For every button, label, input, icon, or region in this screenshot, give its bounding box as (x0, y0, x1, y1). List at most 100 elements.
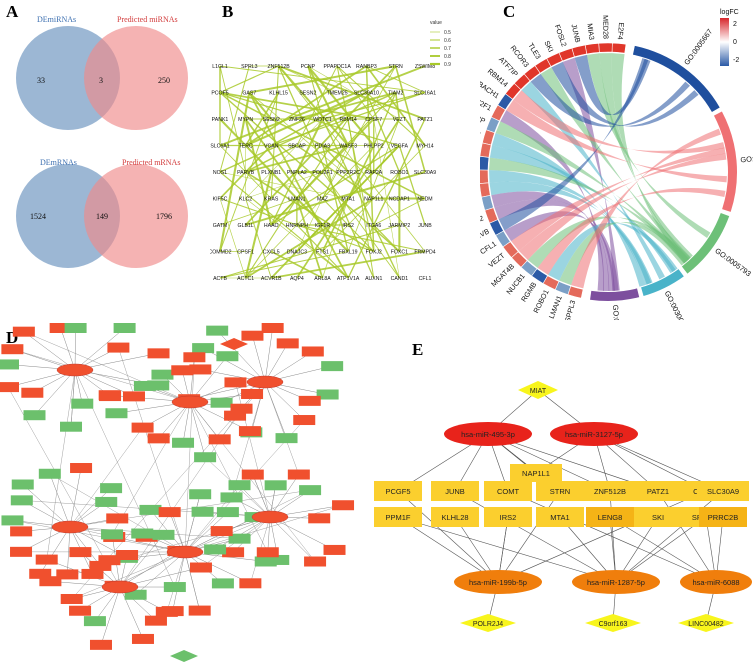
mrna-node (107, 343, 129, 353)
mirna-label: hsa-miR-6088 (692, 578, 739, 587)
network-edge (610, 491, 616, 582)
mrna-node (10, 526, 32, 536)
gene-node-label: AUXN1 (365, 276, 382, 282)
venn-bottom-left-label: DEmRNAs (40, 158, 77, 167)
venn-bottom-right-count: 1796 (156, 212, 172, 221)
gene-node-label: ROBO1 (390, 170, 408, 176)
network-edge (508, 491, 716, 582)
gene-arc (599, 43, 613, 52)
mrna-node (241, 331, 263, 341)
gene-node-label: ZNF26 (289, 117, 305, 123)
correlation-edge (308, 66, 374, 146)
network-edge (232, 382, 265, 497)
gene-node-label: CAND1 (391, 276, 409, 282)
mirna-label: hsa-miR-1287-5p (587, 578, 645, 587)
lncrna-label: MIAT (530, 388, 547, 395)
network-edge (265, 382, 299, 475)
gene-node-label: FOXJ2 (366, 250, 382, 256)
gene-node-label: COMMD2 (210, 250, 232, 256)
mrna-node (61, 594, 83, 604)
mrna-label: COMT (497, 487, 519, 496)
mrna-node (13, 327, 35, 337)
gene-label: ROBO1 (531, 288, 551, 315)
mrna-node (131, 529, 153, 539)
mrna-node (192, 343, 214, 353)
mrna-node (23, 410, 45, 420)
mrna-node (190, 563, 212, 573)
venn-diagram-top: DEmiRNAs Predicted miRNAs 33 3 250 (10, 10, 200, 150)
gene-node-label: PHLPP2 (364, 144, 384, 150)
gene-node-label: JARMIP2 (388, 223, 410, 229)
gene-node-label: ZNF512B (267, 64, 290, 70)
gene-node-label: TIAM2 (388, 91, 403, 97)
mirna-label: hsa-miR-199b-5p (469, 578, 527, 587)
mrna-label: PATZ1 (647, 487, 669, 496)
network-edge (265, 328, 273, 382)
mrna-node (265, 480, 287, 490)
mrna-node (189, 606, 211, 616)
gene-node-label: CFL1 (419, 276, 432, 282)
gene-node-label: WASF3 (339, 144, 357, 150)
mrna-label: ZNF512B (594, 487, 626, 496)
mrna-node (139, 505, 161, 515)
mirna-node (252, 511, 288, 523)
legend-value: 0.8 (444, 54, 451, 60)
gene-node-label: ACTB (213, 276, 227, 282)
mrna-node (116, 550, 138, 560)
mrna-node (21, 388, 43, 398)
gene-node-label: CXCL5 (263, 250, 280, 256)
gene-node-label: GAS7 (242, 91, 256, 97)
gene-node-label: SLC16A1 (414, 91, 436, 97)
gene-label: WASF3 (480, 124, 482, 139)
venn-top-overlap-count: 3 (99, 76, 103, 85)
mrna-node (70, 463, 92, 473)
gene-node-label: RAP2A (365, 170, 383, 176)
gene-node-label: PCNP (301, 64, 316, 70)
gene-node-label: FBXL19 (339, 250, 358, 256)
gene-label: SKI (542, 39, 555, 53)
mrna-label: PPM1F (385, 513, 410, 522)
mrna-label: SLC30A9 (707, 487, 739, 496)
correlation-edge (220, 66, 425, 146)
mrna-node (36, 555, 58, 565)
venn-diagram-bottom: DEmRNAs Predicted mRNAs 1524 149 1796 (10, 150, 200, 285)
network-edge (23, 485, 70, 527)
legend-title: value (430, 20, 442, 26)
mrna-node (293, 415, 315, 425)
gene-node-label: POU2F1 (312, 170, 332, 176)
gene-node-label: IRS2 (342, 223, 354, 229)
venn-bottom-overlap-count: 149 (96, 212, 108, 221)
mrna-node (229, 480, 251, 490)
gene-arc (480, 143, 491, 158)
mrna-label: PCGF5 (385, 487, 410, 496)
gene-node-label: PCOF5 (211, 91, 228, 97)
network-edge (24, 332, 75, 370)
mrna-label: LENG8 (598, 513, 623, 522)
gene-node-label: JUNB (418, 223, 432, 229)
go-term-arc (633, 46, 720, 112)
mirna-node (172, 396, 208, 408)
mrna-node (65, 323, 87, 333)
gene-node-label: SPRL3 (241, 64, 258, 70)
venn-bottom-right-label: Predicted mRNAs (122, 158, 180, 167)
correlation-edge (220, 199, 246, 279)
mrna-node (101, 529, 123, 539)
legend-value: 0.6 (444, 38, 451, 44)
panel-label-e: E (412, 340, 423, 360)
gene-node-label: ACVR1B (261, 276, 282, 282)
venn-top-right-count: 250 (158, 76, 170, 85)
mrna-node (209, 434, 231, 444)
logfc-colorbar (720, 18, 729, 66)
mrna-node (257, 547, 279, 557)
lncrna-node (170, 650, 198, 662)
mrna-label: IRS2 (500, 513, 517, 522)
gene-arc (480, 170, 488, 184)
gene-node-label: WDTC1 (313, 117, 332, 123)
network-edge (190, 402, 315, 562)
network-edge (190, 402, 205, 457)
go-term-label: GO:0030027 (663, 289, 690, 320)
gene-label: TLE3 (526, 41, 543, 60)
